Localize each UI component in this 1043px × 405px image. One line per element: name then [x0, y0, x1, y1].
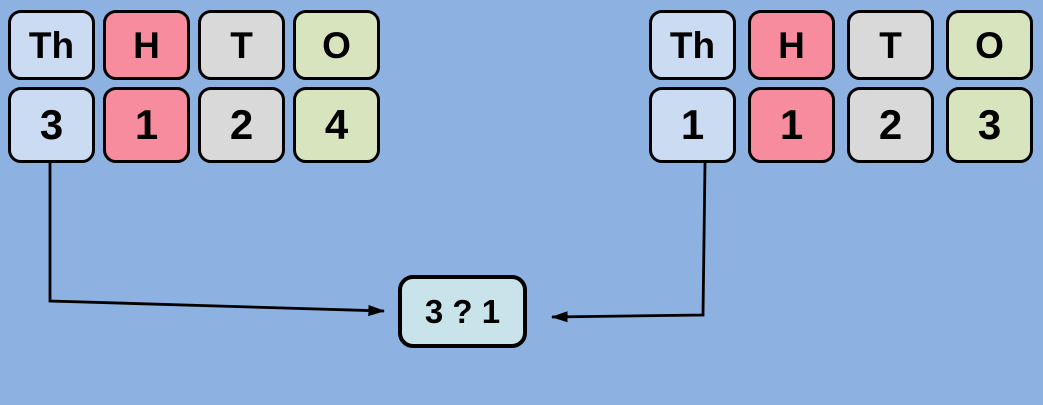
- left-digit-tens: 2: [198, 87, 285, 163]
- comparison-box: 3 ? 1: [398, 275, 527, 348]
- left-digit-hundreds: 1: [103, 87, 190, 163]
- right-header-ones: O: [946, 10, 1033, 80]
- right-thousands-arrow: [550, 162, 707, 323]
- right-header-hundreds: H: [748, 10, 835, 80]
- right-header-tens: T: [847, 10, 934, 80]
- left-header-ones: O: [293, 10, 380, 80]
- right-header-thousands: Th: [649, 10, 736, 80]
- right-place-value-table: Th H T O 1 1 2 3: [649, 10, 1033, 163]
- left-digit-thousands: 3: [8, 87, 95, 163]
- left-header-thousands: Th: [8, 10, 95, 80]
- right-digit-ones: 3: [946, 87, 1033, 163]
- left-header-tens: T: [198, 10, 285, 80]
- left-header-hundreds: H: [103, 10, 190, 80]
- right-digit-tens: 2: [847, 87, 934, 163]
- left-place-value-table: Th H T O 3 1 2 4: [8, 10, 380, 163]
- right-digit-thousands: 1: [649, 87, 736, 163]
- right-digit-hundreds: 1: [748, 87, 835, 163]
- left-digit-ones: 4: [293, 87, 380, 163]
- left-thousands-arrow: [48, 163, 386, 317]
